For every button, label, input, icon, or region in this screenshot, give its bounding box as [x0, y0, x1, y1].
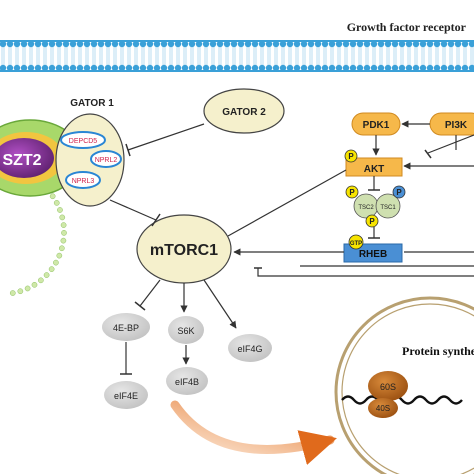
akt-label: AKT	[364, 164, 385, 175]
mtorc1-inhibits-4ebp	[134, 279, 161, 311]
eif4g-node: eIF4G	[228, 334, 272, 362]
akt-phospho-label: P	[348, 152, 354, 161]
mrna-strand	[341, 395, 463, 405]
ribosome-60s-label: 60S	[380, 382, 396, 392]
szt2-label: SZT2	[2, 152, 41, 169]
membrane-lipid-heads-top	[0, 40, 474, 48]
gator1-label: GATOR 1	[70, 98, 114, 109]
tsc-inhibits-rheb	[368, 227, 380, 239]
tsc-complex: TSC2 TSC1 P P P	[345, 185, 406, 228]
input-to-akt-inhibit	[427, 134, 474, 154]
translation-arrow	[170, 400, 337, 465]
gator1-complex: GATOR 1 DEPCD5 NPRL2 NPRL3	[55, 98, 125, 207]
akt-to-mtorc1-line	[227, 169, 347, 237]
gator1-inhibits-mtorc1	[109, 199, 161, 227]
rheb-label: RHEB	[359, 249, 387, 260]
eif4b-node: eIF4B	[166, 367, 208, 395]
lysosome-membrane	[9, 193, 67, 296]
pdk1-label: PDK1	[363, 120, 390, 131]
pi3k-node: PI3K	[429, 112, 474, 136]
mtorc1-label: mTORC1	[150, 242, 218, 259]
cell-membrane	[0, 40, 474, 72]
eif4b-label: eIF4B	[175, 377, 199, 387]
inhibit-bar	[424, 149, 432, 159]
eif4g-label: eIF4G	[237, 344, 262, 354]
nprl3-label: NPRL3	[72, 178, 95, 185]
membrane-lipid-tails	[1, 47, 474, 65]
gator2-complex: GATOR 2	[203, 88, 285, 134]
ribosome-40s	[368, 398, 398, 418]
rheb-node: RHEB GTP	[343, 234, 403, 263]
pdk1-node: PDK1	[351, 112, 401, 136]
lower-input-inhibits-mtorc1	[254, 267, 474, 277]
akt-node: AKT P	[344, 149, 403, 177]
eif4e-label: eIF4E	[114, 391, 138, 401]
s6k-label: S6K	[177, 326, 194, 336]
tsc2-label: TSC2	[358, 205, 374, 211]
tsc-phospho-1: P	[349, 188, 355, 197]
mtorc1-complex: mTORC1	[136, 214, 232, 284]
mtorc1-to-eif4g-arrow	[203, 279, 237, 329]
membrane-lipid-heads-bottom	[0, 64, 474, 72]
gtp-label: GTP	[350, 241, 362, 247]
eif4e-node: eIF4E	[104, 381, 148, 409]
s6k-node: S6K	[168, 316, 204, 344]
membrane-label: Growth factor receptor	[347, 20, 467, 34]
depdc5-label: DEPCD5	[69, 138, 98, 145]
ribosome-40s-label: 40S	[376, 404, 390, 413]
ribosome-60s	[368, 371, 408, 401]
protein-synthesis-compartment: Protein synthes 60S 40S	[334, 296, 474, 474]
4ebp-label: 4E-BP	[113, 323, 139, 333]
protein-synthesis-label: Protein synthes	[402, 344, 474, 358]
gator2-label: GATOR 2	[222, 107, 266, 118]
pi3k-label: PI3K	[445, 120, 468, 131]
tsc-phospho-2: P	[396, 188, 402, 197]
gator2-inhibits-gator1	[125, 123, 205, 157]
tsc1-label: TSC1	[380, 205, 396, 211]
nprl2-label: NPRL2	[95, 157, 118, 164]
akt-inhibits-tsc	[368, 176, 380, 191]
4ebp-node: 4E-BP	[102, 313, 150, 341]
tsc-phospho-3: P	[369, 217, 375, 226]
4ebp-inhibits-eif4e	[120, 342, 132, 375]
